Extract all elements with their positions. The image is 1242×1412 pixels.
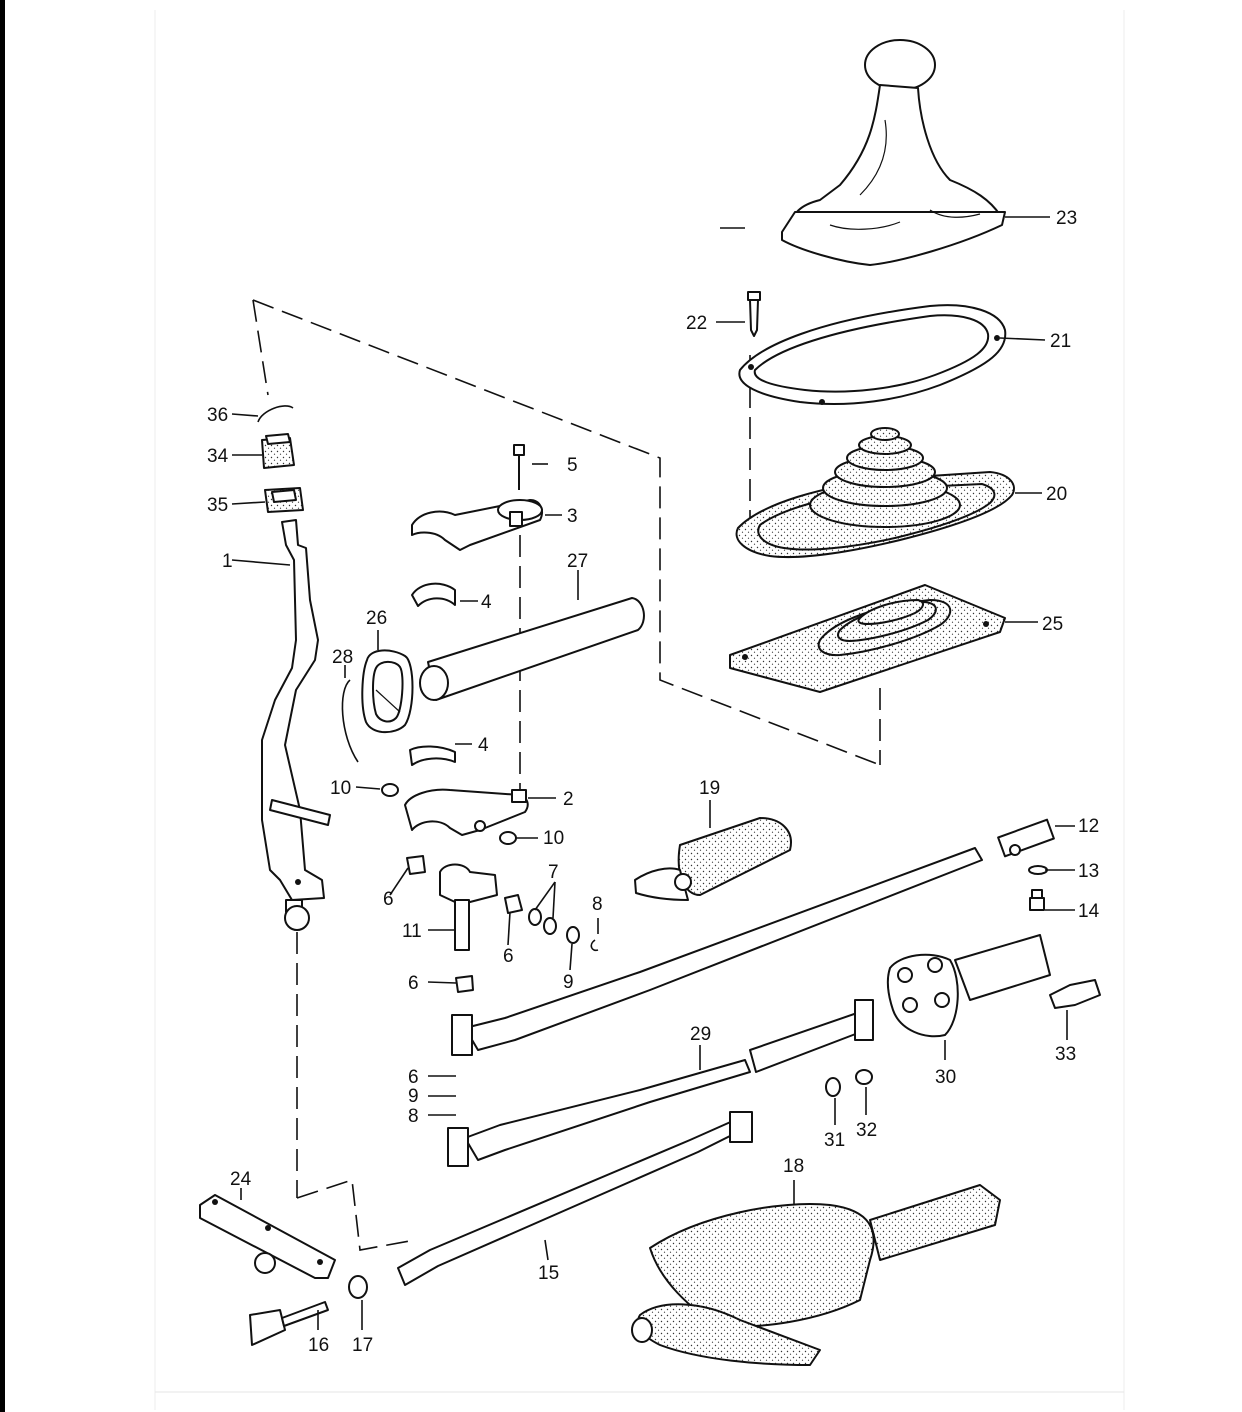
label-31: 31 <box>824 1130 845 1151</box>
shift-boot-knob <box>781 39 1006 266</box>
console-housing-18 <box>631 1184 1001 1366</box>
label-5: 5 <box>567 455 578 476</box>
plate-24 <box>199 1194 336 1279</box>
label-19: 19 <box>699 778 720 799</box>
label-1: 1 <box>222 551 233 572</box>
bearing-shell-4-upper <box>411 582 456 607</box>
label-9a: 9 <box>563 972 574 993</box>
seal-26 <box>361 649 414 734</box>
leader-lines <box>231 216 1075 1330</box>
label-29: 29 <box>690 1024 711 1045</box>
label-30: 30 <box>935 1067 956 1088</box>
label-13: 13 <box>1078 861 1099 882</box>
nut-17 <box>348 1275 368 1299</box>
dust-boot-plate-25 <box>729 584 1006 693</box>
label-20: 20 <box>1046 484 1067 505</box>
label-23: 23 <box>1056 208 1077 229</box>
rubber-gaiter-20 <box>735 427 1015 559</box>
label-34: 34 <box>207 446 229 467</box>
assembly-dashed-lines <box>252 299 881 1251</box>
label-24: 24 <box>230 1169 252 1190</box>
part-labels: 1 2 3 4 4 5 6 6 6 6 7 8 8 9 9 10 10 11 1… <box>207 208 1100 1356</box>
label-10b: 10 <box>543 828 564 849</box>
label-3: 3 <box>567 506 578 527</box>
shift-lever-1 <box>261 519 331 931</box>
label-35: 35 <box>207 495 228 516</box>
label-26: 26 <box>366 608 387 629</box>
rubber-boot-19 <box>634 817 792 901</box>
ball-joint-16 <box>249 1301 329 1346</box>
label-15: 15 <box>538 1263 559 1284</box>
label-14: 14 <box>1078 901 1100 922</box>
label-2: 2 <box>563 789 574 810</box>
ring-28 <box>341 679 359 763</box>
label-21: 21 <box>1050 331 1071 352</box>
bolt-33 <box>1049 979 1101 1009</box>
shift-rod-12 <box>451 818 1055 1056</box>
label-22: 22 <box>686 313 707 334</box>
label-8a: 8 <box>592 894 603 915</box>
bearing-housing-top-3 <box>411 444 543 551</box>
label-36: 36 <box>207 405 228 426</box>
label-10a: 10 <box>330 778 351 799</box>
label-4b: 4 <box>478 735 489 756</box>
bearing-housing-bottom-2 <box>381 783 529 845</box>
label-32: 32 <box>856 1120 877 1141</box>
label-33: 33 <box>1055 1044 1076 1065</box>
tube-27 <box>419 597 645 701</box>
label-6d: 6 <box>408 1067 419 1088</box>
label-7: 7 <box>548 862 559 883</box>
flexible-coupling-30 <box>886 934 1051 1038</box>
label-6a: 6 <box>383 889 394 910</box>
label-6c: 6 <box>408 973 419 994</box>
label-16: 16 <box>308 1335 329 1356</box>
label-18: 18 <box>783 1156 804 1177</box>
lever-top-parts <box>257 405 304 513</box>
label-9b: 9 <box>408 1086 419 1107</box>
label-12: 12 <box>1078 816 1099 837</box>
label-28: 28 <box>332 647 353 668</box>
page-frame <box>0 0 1125 1412</box>
label-11: 11 <box>402 921 422 942</box>
label-27: 27 <box>567 551 588 572</box>
bearing-shell-4-lower <box>409 745 456 766</box>
label-4: 4 <box>481 592 492 613</box>
selector-rod-15 <box>397 1111 753 1286</box>
boot-frame-21 <box>738 291 1007 405</box>
label-25: 25 <box>1042 614 1063 635</box>
label-6b: 6 <box>503 946 514 967</box>
label-17: 17 <box>352 1335 373 1356</box>
shift-rod-29 <box>447 999 874 1167</box>
label-8b: 8 <box>408 1106 419 1127</box>
small-parts-cluster <box>406 855 599 993</box>
